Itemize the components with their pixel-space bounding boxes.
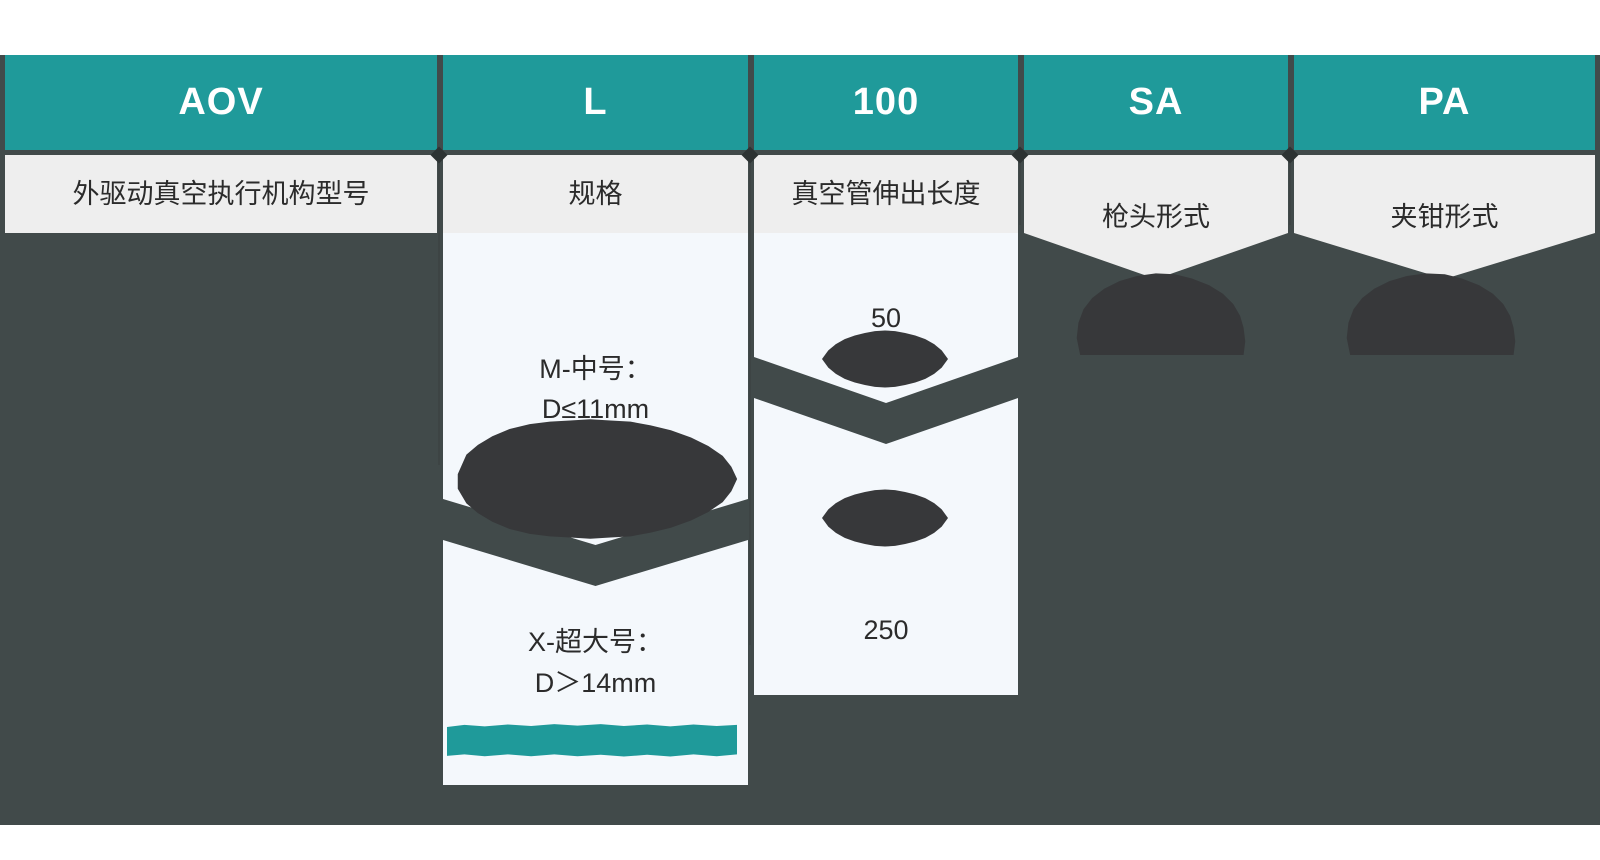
column-divider-3 [1019,155,1021,225]
option-line-1: 250 [863,614,909,645]
column-label-text: 真空管伸出长度 [791,178,981,209]
column-header-code-pa[interactable]: PA [1294,55,1595,150]
column-divider-1 [438,155,440,465]
column-label-aov: 外驱动真空执行机构型号 [5,155,437,233]
option-line-1: X-超大号： [528,627,663,657]
redaction-blob-l-bottom [447,724,737,757]
column-header-code-l[interactable]: L [443,55,748,150]
column-label-100: 真空管伸出长度 [754,155,1018,233]
column-divider-4 [1289,155,1291,225]
column-divider-2 [749,155,751,645]
column-pa: PA 夹钳形式 [1294,55,1595,825]
column-label-pa: 夹钳形式 [1294,155,1595,279]
option-line-2: D≤11mm [541,394,650,424]
column-100: 100 真空管伸出长度 50 150 250 [754,55,1018,825]
option-line-2: D＞14mm [534,667,657,698]
column-header-code-100[interactable]: 100 [754,55,1018,150]
column-label-sa: 枪头形式 [1024,155,1288,279]
column-label-text: 规格 [568,178,623,209]
column-label-text: 枪头形式 [1102,201,1210,232]
column-sa: SA 枪头形式 [1024,55,1288,825]
column-aov: AOV 外驱动真空执行机构型号 [5,55,437,825]
column-label-l: 规格 [443,155,748,233]
redaction-blob-l-middle [457,419,738,539]
column-header-code-sa[interactable]: SA [1024,55,1288,150]
column-label-text: 外驱动真空执行机构型号 [72,178,370,209]
column-header-code-aov[interactable]: AOV [5,55,437,150]
option-line-1: M-中号： [539,353,652,384]
column-label-text: 夹钳形式 [1390,201,1499,232]
option-line-1: 50 [870,302,902,333]
